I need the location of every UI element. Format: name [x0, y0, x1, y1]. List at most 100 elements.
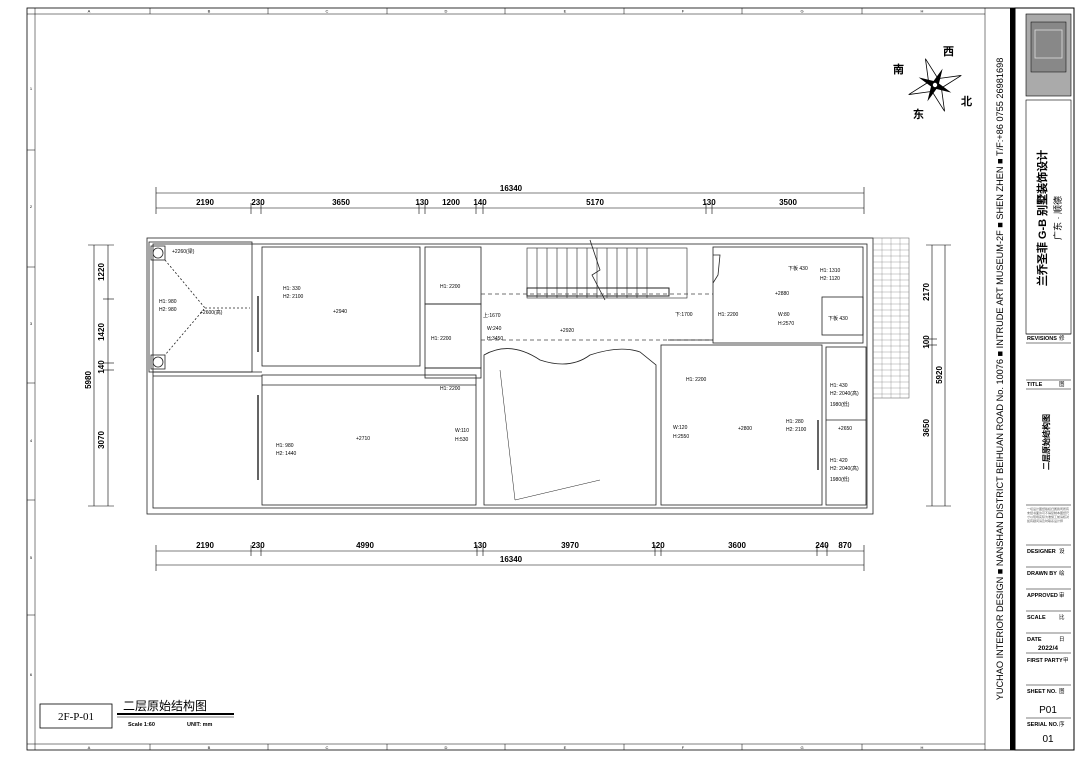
scale-label: SCALE	[1027, 615, 1046, 621]
grid-number-3: 3	[30, 321, 33, 326]
compass-north: 北	[961, 94, 972, 108]
annotation: H:530	[455, 437, 469, 443]
sheet-no-label: SHEET NO.	[1027, 689, 1057, 695]
top-dim-segment: 130	[702, 198, 716, 207]
right-dim-total: 5920	[935, 366, 944, 384]
bottom-dim-segment: 4990	[356, 541, 374, 550]
project-name: 兰乔圣菲 G-B 别墅装饰设计	[1035, 150, 1049, 286]
top-dim-segment: 3650	[332, 198, 350, 207]
date-cn: 日	[1059, 636, 1065, 643]
grid-number-6: 6	[30, 672, 33, 677]
annotation: H1: 1310	[820, 268, 841, 274]
grid-letter-d-bottom: D	[445, 745, 448, 750]
left-dim-segment: 1420	[97, 323, 106, 341]
annotation: H1: 2200	[686, 377, 707, 383]
top-dim-total: 16340	[500, 184, 523, 193]
drawing-title-block: 2F-P-01 二层原始结构图 Scale 1:60 UNIT: mm	[39, 698, 234, 729]
approved-label: APPROVED	[1027, 593, 1058, 599]
annotation: +2920	[560, 328, 574, 334]
serial-no-value: 01	[1042, 734, 1054, 745]
bedroom-bottom-left	[261, 374, 477, 506]
bottom-dim-segment: 120	[651, 541, 665, 550]
drawing-scale: Scale 1:60	[128, 722, 155, 728]
grid-letter-d: D	[445, 9, 448, 14]
annotation: +2710	[356, 436, 370, 442]
annotation: 下:1700	[675, 312, 693, 318]
annotation: +2600(高)	[200, 309, 223, 316]
bottom-dimension-chain	[155, 545, 865, 571]
left-dim-segment: 1220	[97, 263, 106, 281]
annotation: +2940	[333, 309, 347, 315]
left-dimension-chain	[88, 244, 114, 507]
annotation: 1980(低)	[830, 401, 850, 408]
sheet-no-cn: 图	[1059, 687, 1065, 695]
annotation: 下板 430	[788, 265, 808, 272]
annotation: H2: 2100	[283, 294, 304, 300]
project-location: 广东 · 顺德	[1052, 196, 1063, 240]
annotation: H2: 2100	[786, 427, 807, 433]
stair	[526, 239, 688, 301]
grid-letter-a: A	[88, 9, 91, 14]
grid-ruler-top: A B C D E F G H A B C D E F G H 1 2 3 4 …	[27, 8, 986, 750]
bottom-dim-segment: 2190	[196, 541, 214, 550]
bottom-dim-segment: 3600	[728, 541, 746, 550]
annotation: +2650	[838, 426, 852, 432]
grid-number-4: 4	[30, 438, 33, 443]
sheet-no-value: P01	[1039, 705, 1057, 716]
grid-letter-g-bottom: G	[800, 745, 803, 750]
annotation: H:2550	[673, 434, 689, 440]
top-dim-segment: 5170	[586, 198, 604, 207]
revisions-label: REVISIONS	[1027, 336, 1057, 342]
date-value: 2022/4	[1038, 645, 1058, 652]
bottom-dim-segment: 240	[815, 541, 829, 550]
designer-cn: 设	[1059, 547, 1065, 555]
bottom-dim-segment: 3970	[561, 541, 579, 550]
grid-letter-c: C	[326, 9, 329, 14]
right-dim-segment: 3650	[922, 419, 931, 437]
grid-letter-c-bottom: C	[326, 745, 329, 750]
annotation: W:240	[487, 326, 502, 332]
annotation: +2800	[738, 426, 752, 432]
annotation: H:3450	[487, 336, 503, 342]
annotation: H1: 430	[830, 383, 848, 389]
left-dim-segment: 140	[97, 360, 106, 374]
annotation: +2260(梁)	[172, 248, 195, 255]
approved-cn: 审	[1059, 591, 1065, 599]
bedroom-bottom-right	[660, 344, 823, 506]
drawing-title: 二层原始结构图	[123, 698, 207, 713]
title-block-address: YUCHAO INTERIOR DESIGN ■ NANSHAN DISTRIC…	[995, 58, 1005, 701]
designer-label: DESIGNER	[1027, 549, 1056, 555]
logo	[1025, 13, 1072, 97]
floor-plan	[146, 237, 910, 515]
annotation: 1980(低)	[830, 476, 850, 483]
annotation: H1: 2200	[440, 386, 461, 392]
annotation: H1: 2200	[718, 312, 739, 318]
first-party-cn: 甲	[1063, 657, 1069, 664]
serial-no-label: SERIAL NO.	[1027, 722, 1059, 728]
right-dim-segment: 100	[922, 335, 931, 349]
grid-letter-b-bottom: B	[208, 745, 211, 750]
annotation: 下板 430	[828, 315, 848, 322]
grid-letter-f-bottom: F	[682, 745, 685, 750]
annotation: H1: 420	[830, 458, 848, 464]
annotation: H1: 330	[283, 286, 301, 292]
annotation: H1: 980	[159, 299, 177, 305]
sheet-code: 2F-P-01	[58, 711, 94, 723]
top-dimension-chain	[155, 187, 865, 214]
compass-west: 西	[943, 45, 954, 58]
top-dim-segment: 140	[473, 198, 487, 207]
compass-rose: 南 西 东 北	[893, 45, 972, 121]
top-dim-segment: 3500	[779, 198, 797, 207]
scale-cn: 比	[1059, 613, 1065, 621]
grid-letter-a-bottom: A	[88, 745, 91, 750]
drawn-by-cn: 绘	[1059, 569, 1065, 577]
grid-number-2: 2	[30, 204, 33, 209]
grid-letter-f: F	[682, 9, 685, 14]
top-dim-segment: 230	[251, 198, 265, 207]
grid-number-5: 5	[30, 555, 33, 560]
annotation: H2: 2040(高)	[830, 390, 859, 397]
title-value: 二层原始结构图	[1041, 414, 1051, 470]
revisions-cn: 修	[1059, 334, 1065, 342]
annotation: 上:1670	[483, 312, 501, 319]
serial-no-cn: 序	[1059, 720, 1065, 728]
